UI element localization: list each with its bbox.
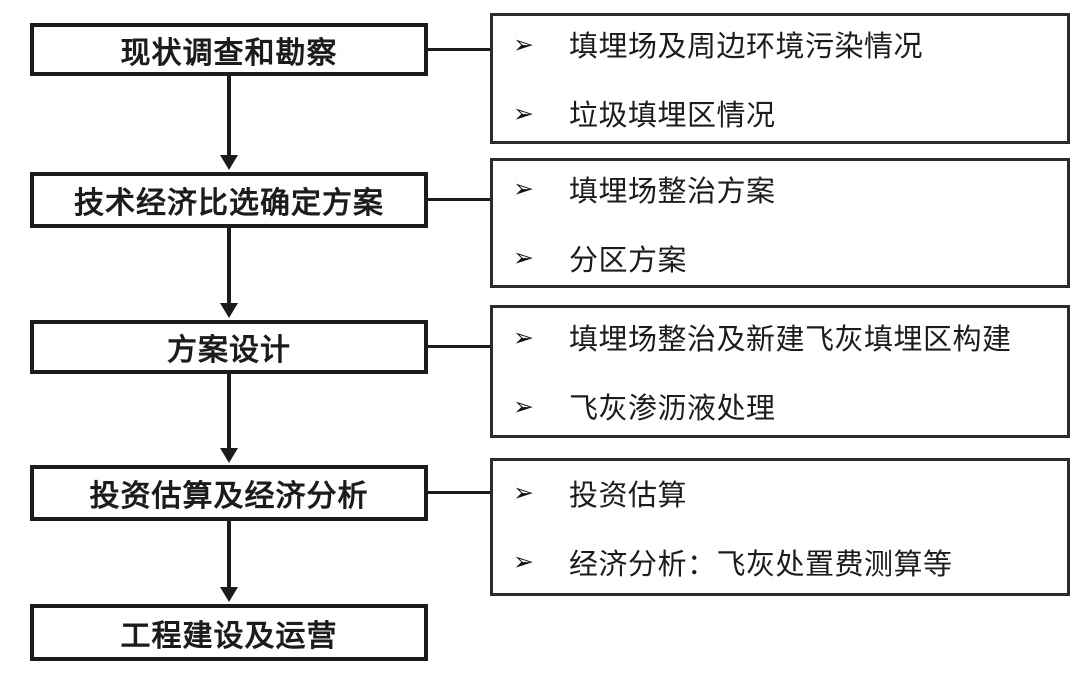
triangle-bullet-icon: ➢ [513,547,534,576]
arrow-head-icon [220,303,238,318]
arrow-line [227,521,231,587]
triangle-bullet-icon: ➢ [513,243,534,272]
detail-item: ➢ 填埋场整治及新建飞灰填埋区构建 [513,316,1067,358]
step-label: 工程建设及运营 [120,618,338,654]
connector-line-2 [428,198,490,201]
detail-box-investment: ➢ 投资估算 ➢ 经济分析：飞灰处置费测算等 [490,458,1070,596]
step-box-design: 方案设计 [30,320,428,374]
triangle-bullet-icon: ➢ [513,478,534,507]
detail-box-comparison: ➢ 填埋场整治方案 ➢ 分区方案 [490,158,1070,288]
detail-item: ➢ 分区方案 [513,237,1067,279]
arrow-head-icon [220,587,238,602]
detail-text: 垃圾填埋区情况 [569,98,776,132]
down-arrow-3 [220,374,238,463]
down-arrow-4 [220,521,238,602]
detail-text: 填埋场及周边环境污染情况 [569,29,924,63]
arrow-line [227,228,231,303]
triangle-bullet-icon: ➢ [513,174,534,203]
arrow-head-icon [220,155,238,170]
detail-box-design: ➢ 填埋场整治及新建飞灰填埋区构建 ➢ 飞灰渗沥液处理 [490,305,1070,438]
triangle-bullet-icon: ➢ [513,98,534,128]
arrow-head-icon [220,448,238,463]
detail-text: 经济分析：飞灰处置费测算等 [569,546,953,581]
down-arrow-2 [220,228,238,318]
detail-text: 填埋场整治及新建飞灰填埋区构建 [569,322,1012,356]
step-box-survey: 现状调查和勘察 [30,23,428,76]
detail-item: ➢ 投资估算 [513,472,1067,514]
arrow-line [227,374,231,448]
detail-box-survey: ➢ 填埋场及周边环境污染情况 ➢ 垃圾填埋区情况 [490,13,1070,144]
down-arrow-1 [220,76,238,170]
arrow-line [227,76,231,155]
step-box-comparison: 技术经济比选确定方案 [30,172,428,228]
detail-item: ➢ 飞灰渗沥液处理 [513,385,1067,427]
step-label: 方案设计 [167,333,291,368]
step-label: 现状调查和勘察 [120,35,338,71]
step-label: 技术经济比选确定方案 [74,186,384,221]
detail-text: 投资估算 [569,477,688,512]
step-box-construction: 工程建设及运营 [30,604,428,661]
detail-text: 填埋场整治方案 [569,173,776,208]
connector-line-1 [428,48,490,51]
detail-item: ➢ 垃圾填埋区情况 [513,92,1067,134]
step-box-investment: 投资估算及经济分析 [30,465,428,521]
detail-text: 飞灰渗沥液处理 [569,391,776,425]
triangle-bullet-icon: ➢ [513,29,534,59]
triangle-bullet-icon: ➢ [513,322,534,352]
triangle-bullet-icon: ➢ [513,391,534,421]
detail-item: ➢ 填埋场整治方案 [513,168,1067,210]
step-label: 投资估算及经济分析 [89,479,369,514]
detail-text: 分区方案 [569,242,688,277]
detail-item: ➢ 经济分析：飞灰处置费测算等 [513,541,1067,583]
detail-item: ➢ 填埋场及周边环境污染情况 [513,23,1067,65]
connector-line-3 [428,345,490,348]
connector-line-4 [428,491,490,494]
